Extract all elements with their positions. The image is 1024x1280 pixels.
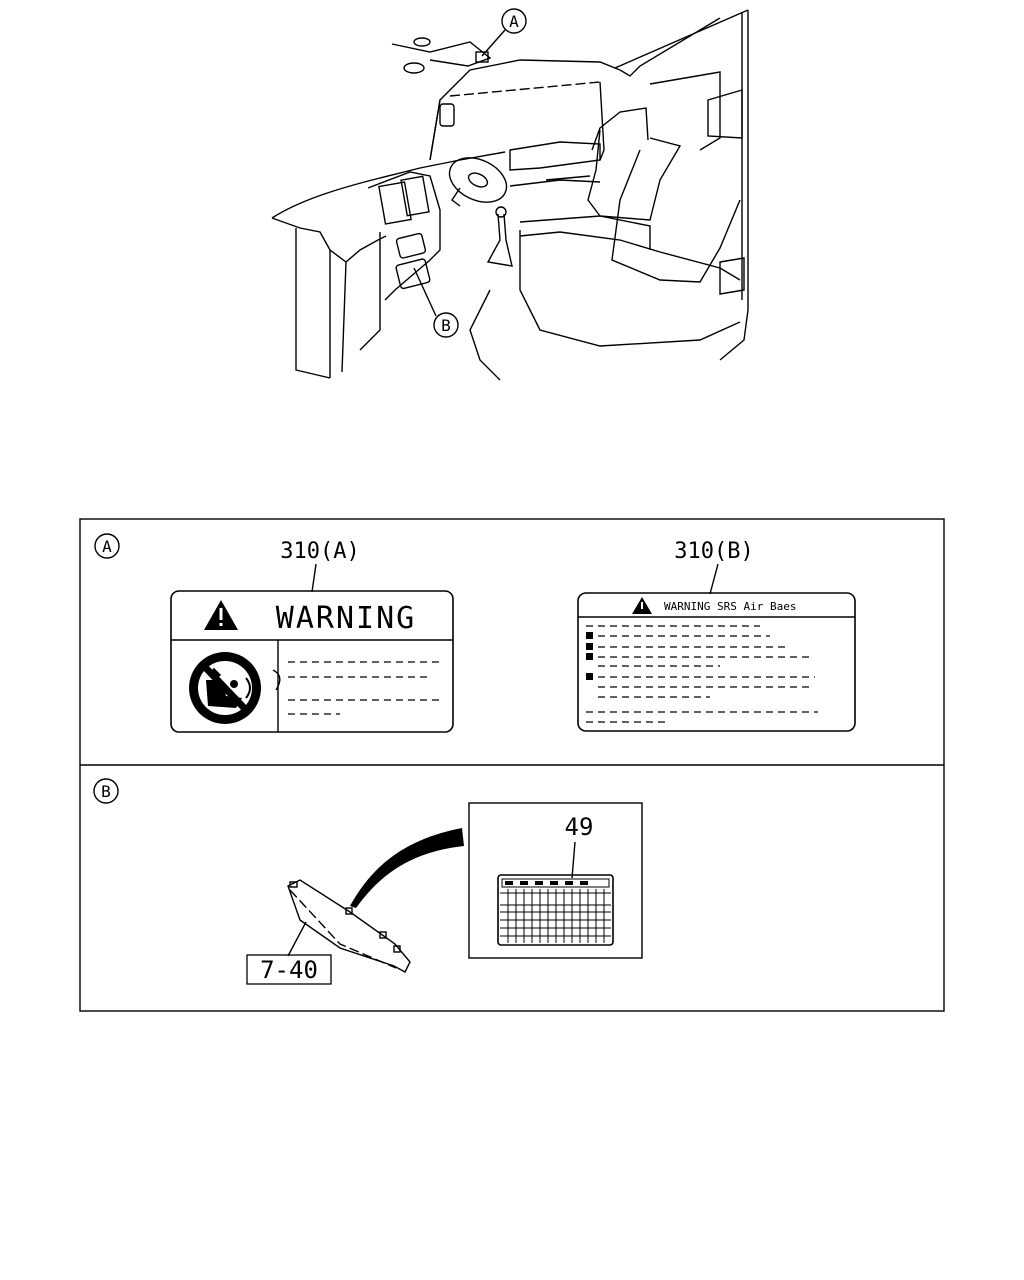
panel-b-marker: B <box>101 782 111 801</box>
panel-a: A 310(A) WARNING 310(B) <box>94 533 856 733</box>
glovebox-part-number: 7-40 <box>260 956 318 984</box>
plate-inset-frame <box>468 802 643 959</box>
label-b-header: WARNING SRS Air Baes <box>664 600 796 613</box>
label-a-leader <box>311 563 317 593</box>
label-b-bullets <box>586 632 593 680</box>
callout-b: B <box>413 267 459 338</box>
callout-a: A <box>481 8 527 57</box>
warning-label-310a <box>170 590 454 733</box>
curved-arrow-icon <box>350 828 464 908</box>
spec-plate <box>497 874 614 946</box>
label-a-header: WARNING <box>276 601 416 636</box>
callout-a-letter: A <box>509 12 519 31</box>
panel-a-marker: A <box>102 537 112 556</box>
plate-part-number: 49 <box>565 813 594 841</box>
warning-triangle-small-icon <box>632 597 652 614</box>
label-b-text-lines <box>586 625 818 723</box>
panel-b-marker-circle <box>93 778 119 804</box>
cab-interior-illustration <box>271 9 749 381</box>
label-b-leader <box>709 563 719 595</box>
callout-b-circle <box>433 312 459 338</box>
no-child-seat-icon <box>189 652 261 724</box>
plate-leader <box>571 841 576 879</box>
panel-b: B 7-40 49 <box>93 778 643 985</box>
callout-b-letter: B <box>441 316 451 335</box>
label-a-part-number: 310(A) <box>280 539 359 564</box>
label-a-text-lines <box>288 661 444 715</box>
glovebox-lid <box>287 879 411 973</box>
label-b-part-number: 310(B) <box>674 539 753 564</box>
warning-triangle-icon <box>204 600 238 630</box>
glovebox-part-box <box>246 954 332 985</box>
panel-a-marker-circle <box>94 533 120 559</box>
callout-a-circle <box>501 8 527 34</box>
warning-label-310b <box>577 592 856 732</box>
